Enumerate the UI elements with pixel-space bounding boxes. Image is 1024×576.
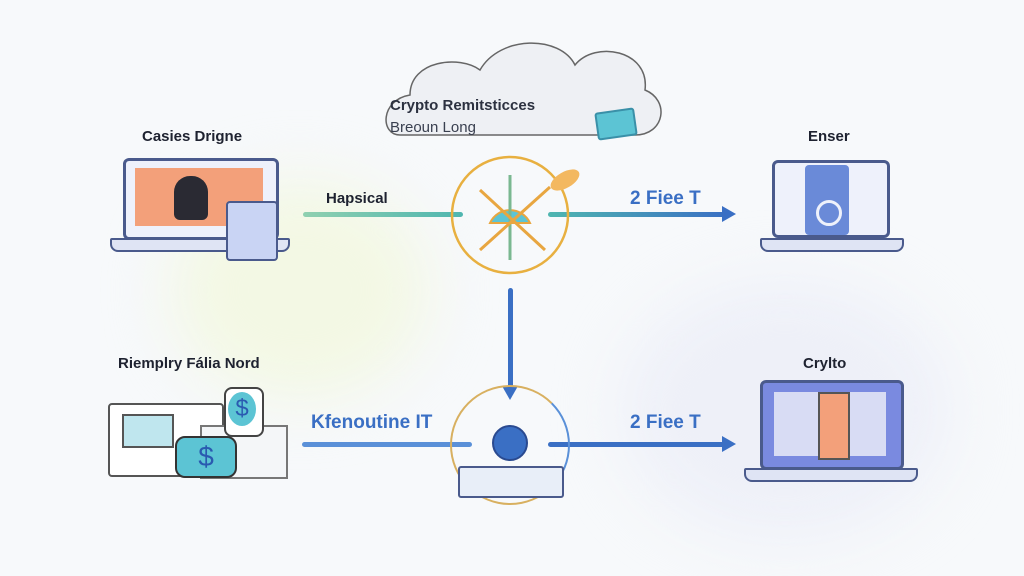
dollar-icon: $ bbox=[175, 436, 237, 478]
node-label-top-right: Enser bbox=[808, 128, 850, 145]
edge-label-top-right: 2 Fiee T bbox=[630, 188, 701, 209]
document-icon bbox=[818, 392, 850, 460]
compass-hub-icon bbox=[450, 155, 580, 275]
card-icon bbox=[594, 107, 638, 141]
node-label-top-left: Casies Drigne bbox=[142, 128, 243, 145]
arrow-top-left bbox=[303, 212, 463, 217]
node-label-bottom-left: Riemplry Fália Nord bbox=[118, 355, 260, 372]
hub-ring bbox=[450, 385, 570, 505]
edge-label-bottom-left: Kfenoutine IT bbox=[311, 412, 433, 433]
lock-icon bbox=[816, 200, 842, 226]
node-label-bottom-right: Crylto bbox=[803, 355, 847, 372]
arrowhead-icon bbox=[722, 206, 736, 222]
cloud-icon bbox=[385, 42, 662, 136]
cloud-subtitle: Breoun Long bbox=[390, 119, 476, 136]
arrow-bottom-right bbox=[548, 442, 728, 447]
edge-label-top-left: Hapsical bbox=[326, 190, 388, 207]
wallet-hub-icon bbox=[492, 425, 528, 461]
cloud-title: Crypto Remitsticces bbox=[390, 97, 536, 114]
phone-icon bbox=[226, 201, 278, 261]
user-avatar-icon bbox=[174, 176, 208, 220]
arrowhead-icon bbox=[722, 436, 736, 452]
arrow-bottom-left bbox=[302, 442, 472, 447]
dollar-icon: $ bbox=[228, 392, 256, 426]
arrow-top-right bbox=[548, 212, 728, 217]
arrow-down bbox=[508, 288, 513, 388]
edge-label-bottom-right: 2 Fiee T bbox=[630, 412, 701, 433]
dashboard-screen bbox=[458, 466, 564, 498]
